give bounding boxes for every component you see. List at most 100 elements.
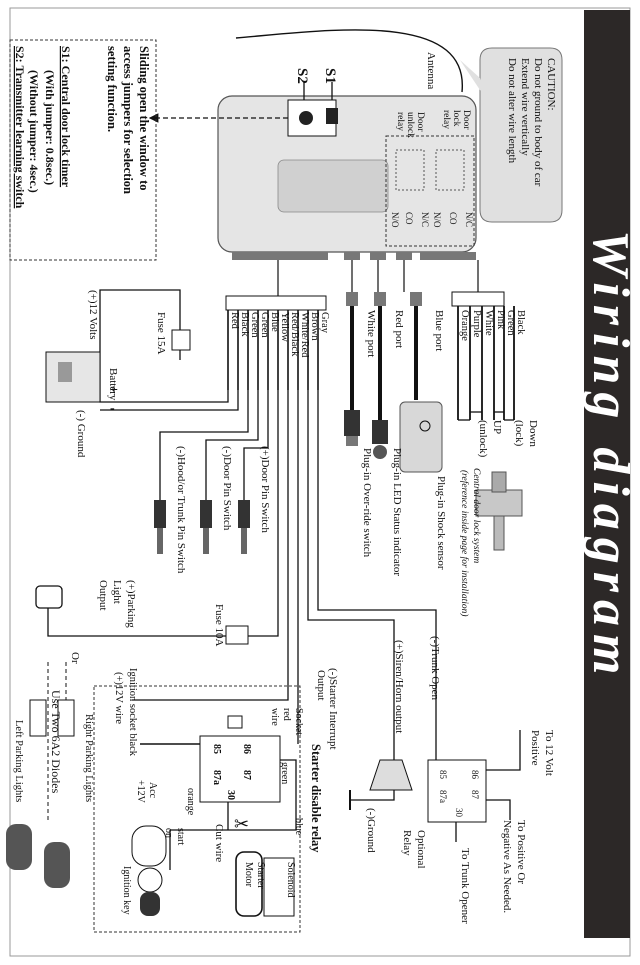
jumper-intro-line-1: Sliding open the window to	[137, 46, 151, 190]
starter-motor-label-1: Starter	[255, 862, 266, 889]
override-switch[interactable]	[344, 410, 360, 436]
door-lock-wire-label-4: White	[483, 310, 494, 336]
jumper-info-box	[9, 39, 157, 261]
s2-button[interactable]	[299, 111, 313, 125]
door-lock-relay-l1: Door	[461, 110, 471, 130]
blue-label: blue	[293, 818, 304, 836]
door-unlock-relay-l1: Door	[415, 112, 425, 132]
diode-right	[57, 699, 75, 737]
s1-jumper[interactable]	[326, 108, 338, 124]
optional-relay	[427, 759, 487, 823]
white-port-label: White port	[365, 310, 377, 357]
hood-switch-label: (-)Hood/or Trunk Pin Switch	[175, 446, 187, 574]
optional-relay-pin-4: 87a	[438, 790, 448, 803]
battery-minus-sign: -	[110, 401, 115, 416]
connector-white	[344, 252, 360, 260]
parking-light-wire	[47, 390, 279, 637]
page-title: Wiring diagram	[582, 230, 639, 683]
door-unlock-relay-l2: unlock	[405, 112, 415, 138]
parking-label-3: Output	[97, 580, 109, 611]
relay-pin-3: N/O	[432, 212, 442, 228]
door-pos-switch	[238, 500, 250, 528]
central-lock-label: Central door lock system	[471, 468, 481, 563]
on-label: on	[163, 828, 174, 838]
starter-relay-pin-4: 87a	[211, 770, 222, 785]
door-pos-switch-stem	[241, 528, 247, 554]
optional-relay-12v	[486, 730, 521, 771]
door-lock-down: Down	[527, 420, 539, 447]
override-switch-tip	[346, 436, 358, 446]
green-wire	[170, 759, 297, 831]
optional-relay-label-2: Relay	[401, 830, 413, 856]
diodes-label: Use Two 6A2 Diodes	[49, 690, 63, 794]
main-wire-label-7: Red/Black	[289, 312, 300, 357]
trunk-wire	[317, 390, 437, 760]
battery	[45, 351, 101, 403]
fuse-10a-label: Fuse 10A	[213, 604, 225, 647]
left-parking-light	[6, 824, 32, 870]
starter-motor-label-2: Motor	[243, 862, 254, 888]
door-pos-switch-label: (+)Door Pin Switch	[259, 446, 271, 533]
v12-label: +12V	[135, 780, 146, 804]
hood-switch	[154, 500, 166, 528]
starter-relay-pin-5: 30	[225, 790, 236, 800]
shock-sensor-label: Plug-in Shock sensor	[435, 476, 447, 570]
jumper-intro-line-2: access jumpers for selection	[121, 46, 135, 194]
optional-relay-pin-3: 85	[438, 770, 448, 780]
to-trunk-label: To Trunk Opener	[459, 848, 471, 924]
s1-with-text: (With jumper: 0.8sec.)	[43, 70, 57, 185]
door-lock-unlock: (unlock)	[477, 420, 489, 458]
jumper-text-group: Sliding open the window to access jumper…	[13, 46, 151, 209]
ignition-label-1: Ignition socket black	[127, 668, 138, 757]
parking-label-2: Light	[111, 580, 123, 604]
starter-motor	[235, 851, 263, 917]
main-wire-label-3: Green	[249, 312, 260, 338]
parking-label-1: (+)Parking	[125, 580, 137, 628]
start-label: start	[175, 828, 186, 845]
door-lock-wire-label-3: Pink	[495, 310, 506, 330]
siren-ground	[350, 790, 395, 801]
ignition-key-label: Ignition key	[121, 866, 132, 915]
fuse-10a	[225, 625, 249, 645]
socket-red-2: red	[281, 708, 292, 721]
caution-heading: CAUTION:	[545, 58, 557, 111]
starter-disable-title: Starter disable relay	[309, 744, 323, 853]
connector-door-lock	[420, 252, 476, 260]
optional-relay-label-1: Optional	[415, 830, 427, 869]
optional-relay-pos-neg	[486, 799, 511, 820]
siren-label: (+)Siren/Horn output	[393, 640, 405, 733]
hood-switch-stem	[157, 528, 163, 554]
main-wire-label-6: Yellow	[279, 312, 290, 342]
main-wire-label-2: Black	[239, 312, 250, 337]
battery-ground-label: (-) Ground	[75, 410, 87, 458]
solenoid	[263, 857, 295, 917]
starter-relay-pin-3: 85	[211, 744, 222, 754]
s2-text: S2: Transmitter learning switch	[13, 46, 27, 209]
caution-pointer	[460, 60, 484, 96]
central-lock-ref: (reference inside page for installation)	[459, 470, 470, 617]
to-12v-2: Positive	[529, 730, 541, 766]
s1-without-text: (Without jumper: 4sec.)	[27, 70, 41, 193]
main-wire-label-4: Green	[259, 312, 270, 338]
s2-label: S2	[294, 68, 310, 84]
lock-actuator-base	[493, 515, 505, 551]
relay-pin-6: N/O	[390, 212, 400, 228]
battery-cell	[58, 362, 72, 382]
door-lock-wire-label-2: Green	[505, 310, 516, 336]
trunk-open-label: (-)Trunk Open	[429, 636, 441, 701]
door-neg-switch-label: (-)Door Pin Switch	[221, 446, 233, 531]
connector-red	[370, 252, 386, 260]
ground-wire	[100, 390, 239, 411]
jumper-intro-line-3: setting function.	[105, 46, 119, 132]
ignition-key-icon	[140, 892, 160, 916]
optional-relay-pin-2: 87	[470, 790, 480, 800]
door-lock-up: UP	[491, 420, 503, 434]
ignition-label-2: (+)12V wire	[113, 672, 124, 724]
caution-line-3: Do not alter wire length	[506, 58, 518, 164]
blue-port-plug	[410, 292, 422, 306]
antenna-wire	[235, 29, 463, 93]
relay-pin-5: CO	[404, 212, 414, 225]
to-12v-1: To 12 Volt	[543, 730, 555, 776]
